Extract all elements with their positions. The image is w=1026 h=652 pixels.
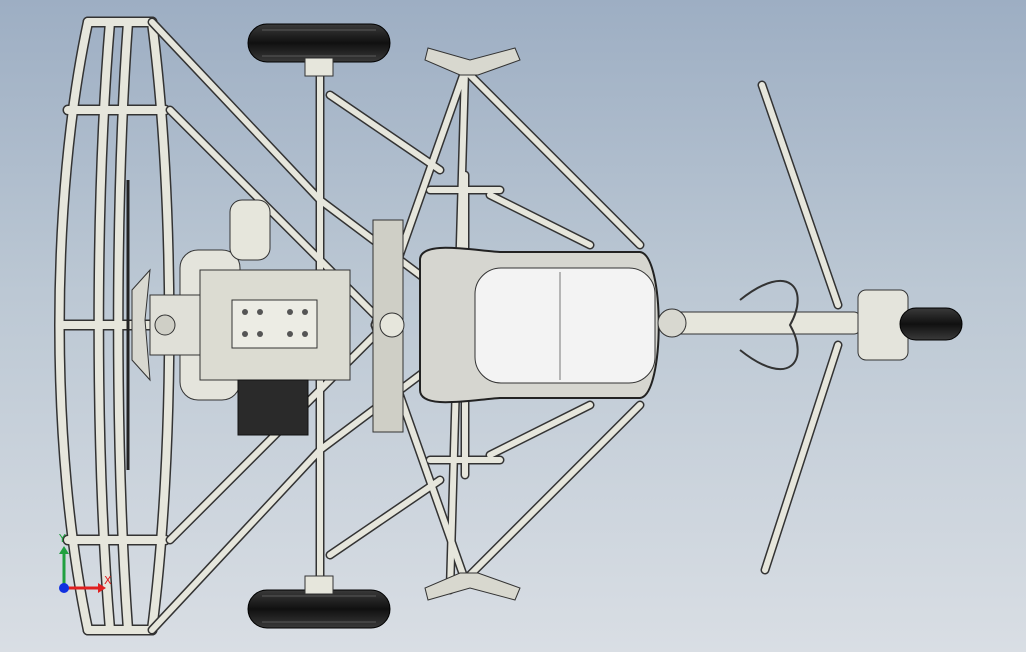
seat-pod: [419, 246, 660, 404]
axis-triad: X Y: [58, 532, 112, 593]
main-wheel-bottom: [247, 575, 391, 629]
footrest-bottom: [424, 572, 521, 601]
y-axis-label: Y: [58, 532, 66, 545]
propeller: [126, 180, 151, 470]
footrest-top: [424, 47, 521, 76]
firewall-panel: [372, 219, 405, 433]
control-bar: [757, 80, 843, 575]
x-axis-label: X: [104, 574, 112, 587]
engine: [149, 199, 351, 436]
main-wheel-top: [247, 23, 391, 77]
nose-gear: [657, 279, 963, 371]
z-axis-dot: [59, 583, 69, 593]
